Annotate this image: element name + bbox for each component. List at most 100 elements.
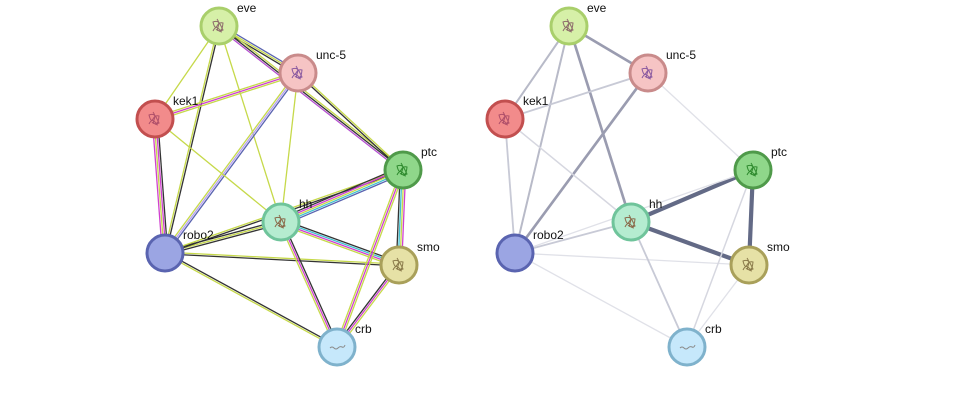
smo-structure-icon (742, 257, 754, 272)
edge-evidence-line (279, 166, 402, 220)
edge-confidence-line (686, 169, 754, 348)
edge-eve-robo2[interactable] (163, 25, 221, 254)
node-label: eve (237, 1, 257, 15)
edge-evidence-line (280, 222, 399, 267)
edge-evidence-line (153, 119, 165, 254)
edge-unc5-ptc[interactable] (647, 72, 754, 171)
edge-evidence-line (280, 167, 403, 221)
node-hh[interactable]: hh (611, 197, 662, 242)
edge-kek1-hh[interactable] (154, 118, 282, 223)
edge-unc5-ptc[interactable] (296, 71, 405, 172)
node-hh[interactable]: hh (261, 197, 312, 242)
node-kek1[interactable]: kek1 (135, 94, 199, 139)
edge-hh-crb[interactable] (278, 220, 340, 349)
edge-evidence-line (281, 218, 401, 264)
edge-evidence-line (165, 251, 338, 347)
edge-hh-ptc[interactable] (630, 168, 754, 224)
node-ptc[interactable]: ptc (383, 145, 437, 190)
edge-evidence-line (157, 118, 169, 253)
node-circle (261, 202, 301, 242)
node-circle (729, 245, 769, 285)
node-circle (317, 327, 357, 367)
edge-evidence-line (165, 26, 221, 254)
node-eve[interactable]: eve (199, 1, 257, 46)
edge-hh-crb[interactable] (630, 221, 688, 348)
node-label: crb (355, 322, 372, 336)
edge-confidence-line (514, 252, 750, 266)
eve-structure-icon (562, 18, 574, 33)
edge-ptc-crb[interactable] (686, 169, 754, 348)
ptc-structure-icon (396, 162, 408, 177)
edge-eve-hh[interactable] (567, 25, 633, 223)
node-label: robo2 (533, 228, 564, 242)
edge-robo2-smo[interactable] (164, 251, 400, 267)
node-crb[interactable]: crb (317, 322, 372, 367)
edge-hh-smo[interactable] (279, 218, 401, 269)
node-label: smo (767, 240, 790, 254)
edge-kek1-robo2[interactable] (504, 118, 516, 254)
node-kek1[interactable]: kek1 (485, 94, 549, 139)
node-circle (278, 53, 318, 93)
node-circle (628, 53, 668, 93)
edge-confidence-line (514, 25, 570, 254)
edge-confidence-line (504, 118, 632, 223)
evidence-network-panel: eve unc-5 kek1 ptc hh robo2 smo crb (135, 1, 440, 367)
edge-ptc-crb[interactable] (334, 169, 406, 348)
node-eve[interactable]: eve (549, 1, 607, 46)
edge-confidence-line (514, 221, 632, 254)
edge-unc5-robo2[interactable] (163, 71, 300, 255)
edge-evidence-line (154, 118, 282, 223)
edge-evidence-line (282, 220, 340, 347)
edge-eve-ptc[interactable] (217, 24, 405, 172)
edge-evidence-line (163, 25, 219, 253)
kek1-structure-icon (498, 111, 510, 126)
crb-structure-icon (679, 344, 696, 350)
edge-confidence-line (647, 72, 754, 171)
node-circle (199, 6, 239, 46)
edge-evidence-line (164, 253, 399, 267)
edge-robo2-crb[interactable] (164, 251, 338, 349)
node-smo[interactable]: smo (379, 240, 440, 285)
edge-evidence-line (164, 72, 299, 254)
edge-hh-smo[interactable] (630, 220, 750, 267)
smo-structure-icon (392, 257, 404, 272)
edge-robo2-crb[interactable] (514, 252, 688, 348)
edge-eve-hh[interactable] (218, 25, 282, 223)
node-label: kek1 (173, 94, 199, 108)
node-smo[interactable]: smo (729, 240, 790, 285)
edge-unc5-kek1[interactable] (154, 70, 299, 122)
node-circle (733, 150, 773, 190)
edge-kek1-hh[interactable] (504, 118, 632, 223)
node-circle (135, 99, 175, 139)
edge-kek1-robo2[interactable] (151, 118, 169, 254)
node-crb[interactable]: crb (667, 322, 722, 367)
node-circle (495, 233, 535, 273)
edge-eve-robo2[interactable] (514, 25, 570, 254)
hh-structure-icon (274, 214, 286, 229)
edge-evidence-line (296, 73, 403, 172)
node-label: kek1 (523, 94, 549, 108)
edge-unc5-robo2[interactable] (513, 72, 650, 254)
node-robo2[interactable]: robo2 (145, 228, 214, 273)
edge-unc5-hh[interactable] (280, 72, 299, 223)
edge-evidence-line (279, 223, 399, 269)
edge-unc5-kek1[interactable] (504, 72, 649, 120)
edge-confidence-line (630, 168, 754, 224)
edge-evidence-line (154, 72, 299, 120)
node-unc5[interactable]: unc-5 (278, 48, 346, 93)
node-ptc[interactable]: ptc (733, 145, 787, 190)
edge-evidence-line (165, 73, 300, 255)
edge-hh-ptc[interactable] (279, 166, 405, 226)
node-label: unc-5 (316, 48, 346, 62)
edge-evidence-line (338, 170, 406, 348)
edge-confidence-line (567, 25, 633, 223)
edge-confidence-line (514, 252, 688, 348)
edge-robo2-hh[interactable] (514, 221, 632, 254)
edge-robo2-smo[interactable] (514, 252, 750, 266)
confidence-network-panel: eve unc-5 kek1 ptc hh robo2 smo crb (485, 1, 790, 367)
node-unc5[interactable]: unc-5 (628, 48, 696, 93)
ptc-structure-icon (746, 162, 758, 177)
edge-evidence-line (165, 223, 282, 256)
node-robo2[interactable]: robo2 (495, 228, 564, 273)
